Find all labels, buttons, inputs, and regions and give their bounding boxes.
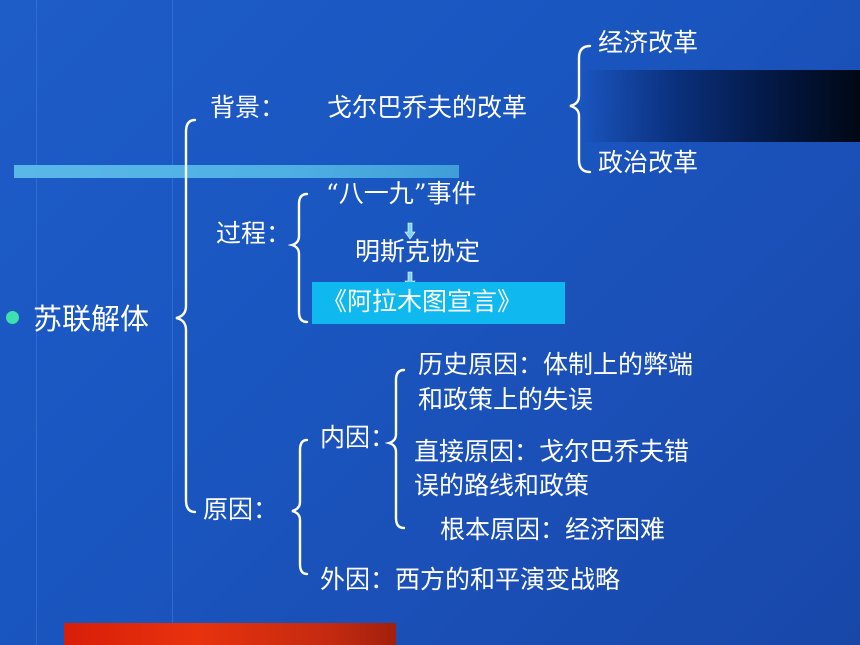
decor-red-bar: [64, 623, 396, 645]
background-item: 戈尔巴乔夫的改革: [327, 93, 528, 122]
background-sub-economic: 经济改革: [598, 28, 699, 57]
decor-cyan-bar: [14, 165, 459, 178]
bracket-process: [287, 192, 309, 324]
decor-dark-bar: [582, 70, 860, 142]
root-title: 苏联解体: [33, 302, 150, 336]
internal-item-direct-line2: 误的路线和政策: [414, 471, 590, 500]
bracket-internal: [384, 368, 406, 530]
internal-item-history-line2: 和政策上的失误: [418, 385, 594, 414]
internal-item-direct-line1: 直接原因：戈尔巴乔夫错: [414, 437, 690, 466]
external-cause: 外因：西方的和平演变战略: [320, 565, 621, 594]
process-step-3: 《阿拉木图宣言》: [322, 287, 523, 316]
internal-item-fundamental: 根本原因：经济困难: [440, 515, 666, 544]
causes-label: 原因：: [203, 495, 279, 524]
bracket-background-sub: [569, 44, 592, 174]
process-step-2: 明斯克协定: [355, 237, 481, 266]
process-label: 过程：: [216, 219, 292, 248]
bracket-root: [175, 118, 197, 514]
grid-line: [36, 0, 37, 645]
background-sub-political: 政治改革: [598, 148, 699, 177]
internal-item-history-line1: 历史原因：体制上的弊端: [418, 350, 694, 379]
process-step-1: “八一九”事件: [326, 179, 477, 208]
root-bullet-icon: [6, 311, 19, 324]
internal-label: 内因：: [320, 423, 396, 452]
grid-line: [172, 0, 173, 645]
background-label: 背景：: [210, 93, 286, 122]
bracket-causes: [291, 438, 309, 576]
process-step-3-highlight: [312, 282, 565, 324]
arrow-step-1: [404, 222, 416, 240]
